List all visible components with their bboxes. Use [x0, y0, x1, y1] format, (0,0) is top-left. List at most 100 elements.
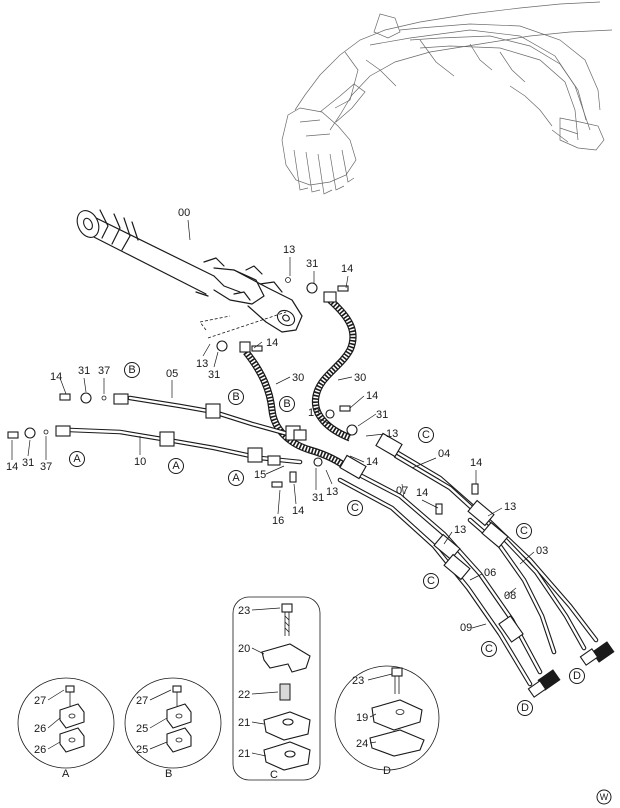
ref-a-marker-1: A — [69, 451, 85, 467]
svg-text:D: D — [573, 670, 581, 682]
label-14: 14 — [470, 457, 482, 469]
svg-text:A: A — [172, 460, 180, 472]
svg-text:D: D — [521, 702, 529, 714]
corner-mark: W — [596, 789, 612, 805]
pipe-03 — [393, 453, 587, 651]
label-30: 30 — [354, 372, 366, 384]
label-04: 04 — [438, 448, 450, 460]
detail-c-label-23: 23 — [238, 605, 250, 617]
label-37: 37 — [40, 461, 52, 473]
ref-c-marker-4: C — [423, 573, 439, 589]
label-13: 13 — [283, 244, 295, 256]
label-08: 08 — [504, 590, 516, 602]
detail-c: 23 20 22 21 21 C — [232, 596, 321, 781]
svg-text:B: B — [128, 364, 135, 376]
svg-text:A: A — [73, 453, 81, 465]
detail-c-caption: C — [270, 769, 278, 781]
hose-30-right — [311, 297, 357, 442]
detail-c-label-22: 22 — [238, 689, 250, 701]
detail-d: 23 19 24 D — [334, 665, 440, 777]
label-13: 13 — [386, 428, 398, 440]
svg-text:A: A — [232, 472, 240, 484]
part-labels: 00 13 31 14 13 31 14 30 30 14 31 37 05 1… — [6, 207, 548, 634]
label-14: 14 — [50, 371, 62, 383]
detail-c-label-20: 20 — [238, 643, 250, 655]
svg-text:B: B — [232, 391, 239, 403]
ref-b-marker-3: B — [279, 396, 295, 412]
detail-c-label-21: 21 — [238, 748, 250, 760]
label-14: 14 — [366, 390, 378, 402]
pipe-04 — [383, 443, 599, 643]
excavator-front-attachment-illustration — [281, 1, 613, 195]
label-31: 31 — [306, 258, 318, 270]
label-31: 31 — [312, 492, 324, 504]
ref-d-marker-2: D — [517, 700, 533, 716]
detail-a: 27 26 26 A — [17, 677, 115, 780]
svg-text:W: W — [600, 792, 609, 802]
ref-a-marker-3: A — [228, 470, 244, 486]
label-06: 06 — [484, 567, 496, 579]
label-14: 14 — [366, 456, 378, 468]
hydraulic-cylinder — [76, 209, 303, 333]
label-14: 14 — [341, 263, 353, 275]
detail-a-label-27: 27 — [34, 695, 46, 707]
label-13: 13 — [308, 407, 320, 419]
label-09: 09 — [460, 622, 472, 634]
label-14: 14 — [416, 487, 428, 499]
ref-d-marker-1: D — [569, 668, 585, 684]
label-13: 13 — [504, 501, 516, 513]
svg-text:C: C — [422, 429, 430, 441]
detail-a-label-26: 26 — [34, 744, 46, 756]
label-31: 31 — [78, 365, 90, 377]
detail-b-label-25: 25 — [136, 723, 148, 735]
label-30: 30 — [292, 372, 304, 384]
label-31: 31 — [22, 457, 34, 469]
label-14: 14 — [292, 505, 304, 517]
detail-b-label-27: 27 — [136, 695, 148, 707]
detail-a-label-26: 26 — [34, 723, 46, 735]
detail-c-label-21: 21 — [238, 717, 250, 729]
label-07: 07 — [396, 485, 408, 497]
label-31: 31 — [376, 409, 388, 421]
detail-d-label-23: 23 — [352, 675, 364, 687]
detail-d-label-19: 19 — [356, 712, 368, 724]
svg-text:C: C — [351, 502, 359, 514]
detail-d-caption: D — [383, 765, 391, 777]
label-14: 14 — [266, 337, 278, 349]
label-10: 10 — [134, 456, 146, 468]
label-37: 37 — [98, 365, 110, 377]
label-13: 13 — [196, 358, 208, 370]
fittings-and-bolts — [7, 277, 479, 515]
label-00: 00 — [178, 207, 190, 219]
label-16: 16 — [272, 515, 284, 527]
detail-a-caption: A — [62, 768, 70, 780]
ref-c-marker-5: C — [481, 641, 497, 657]
svg-text:C: C — [485, 643, 493, 655]
ref-c-marker-1: C — [418, 427, 434, 443]
svg-text:C: C — [427, 575, 435, 587]
detail-d-label-24: 24 — [356, 738, 368, 750]
ref-a-marker-2: A — [168, 458, 184, 474]
label-13: 13 — [454, 524, 466, 536]
ref-b-marker-1: B — [124, 362, 140, 378]
label-31: 31 — [208, 369, 220, 381]
label-15: 15 — [254, 469, 266, 481]
reference-markers: B B B A A A C C — [69, 362, 585, 716]
ref-b-marker-2: B — [228, 389, 244, 405]
label-14: 14 — [6, 461, 18, 473]
detail-b-caption: B — [165, 768, 172, 780]
left-pipe-clamps — [159, 403, 301, 463]
ref-c-marker-3: C — [516, 523, 532, 539]
leader-lines — [11, 219, 535, 629]
svg-text:B: B — [283, 398, 290, 410]
pipe-end-fittings — [527, 641, 615, 698]
label-13: 13 — [326, 486, 338, 498]
label-05: 05 — [166, 368, 178, 380]
detail-b: 27 25 25 B — [124, 677, 222, 780]
detail-b-label-25: 25 — [136, 744, 148, 756]
pipe-clamps — [339, 432, 524, 643]
svg-text:C: C — [520, 525, 528, 537]
label-03: 03 — [536, 545, 548, 557]
pipe-10 — [67, 427, 303, 465]
ref-c-marker-2: C — [347, 500, 363, 516]
